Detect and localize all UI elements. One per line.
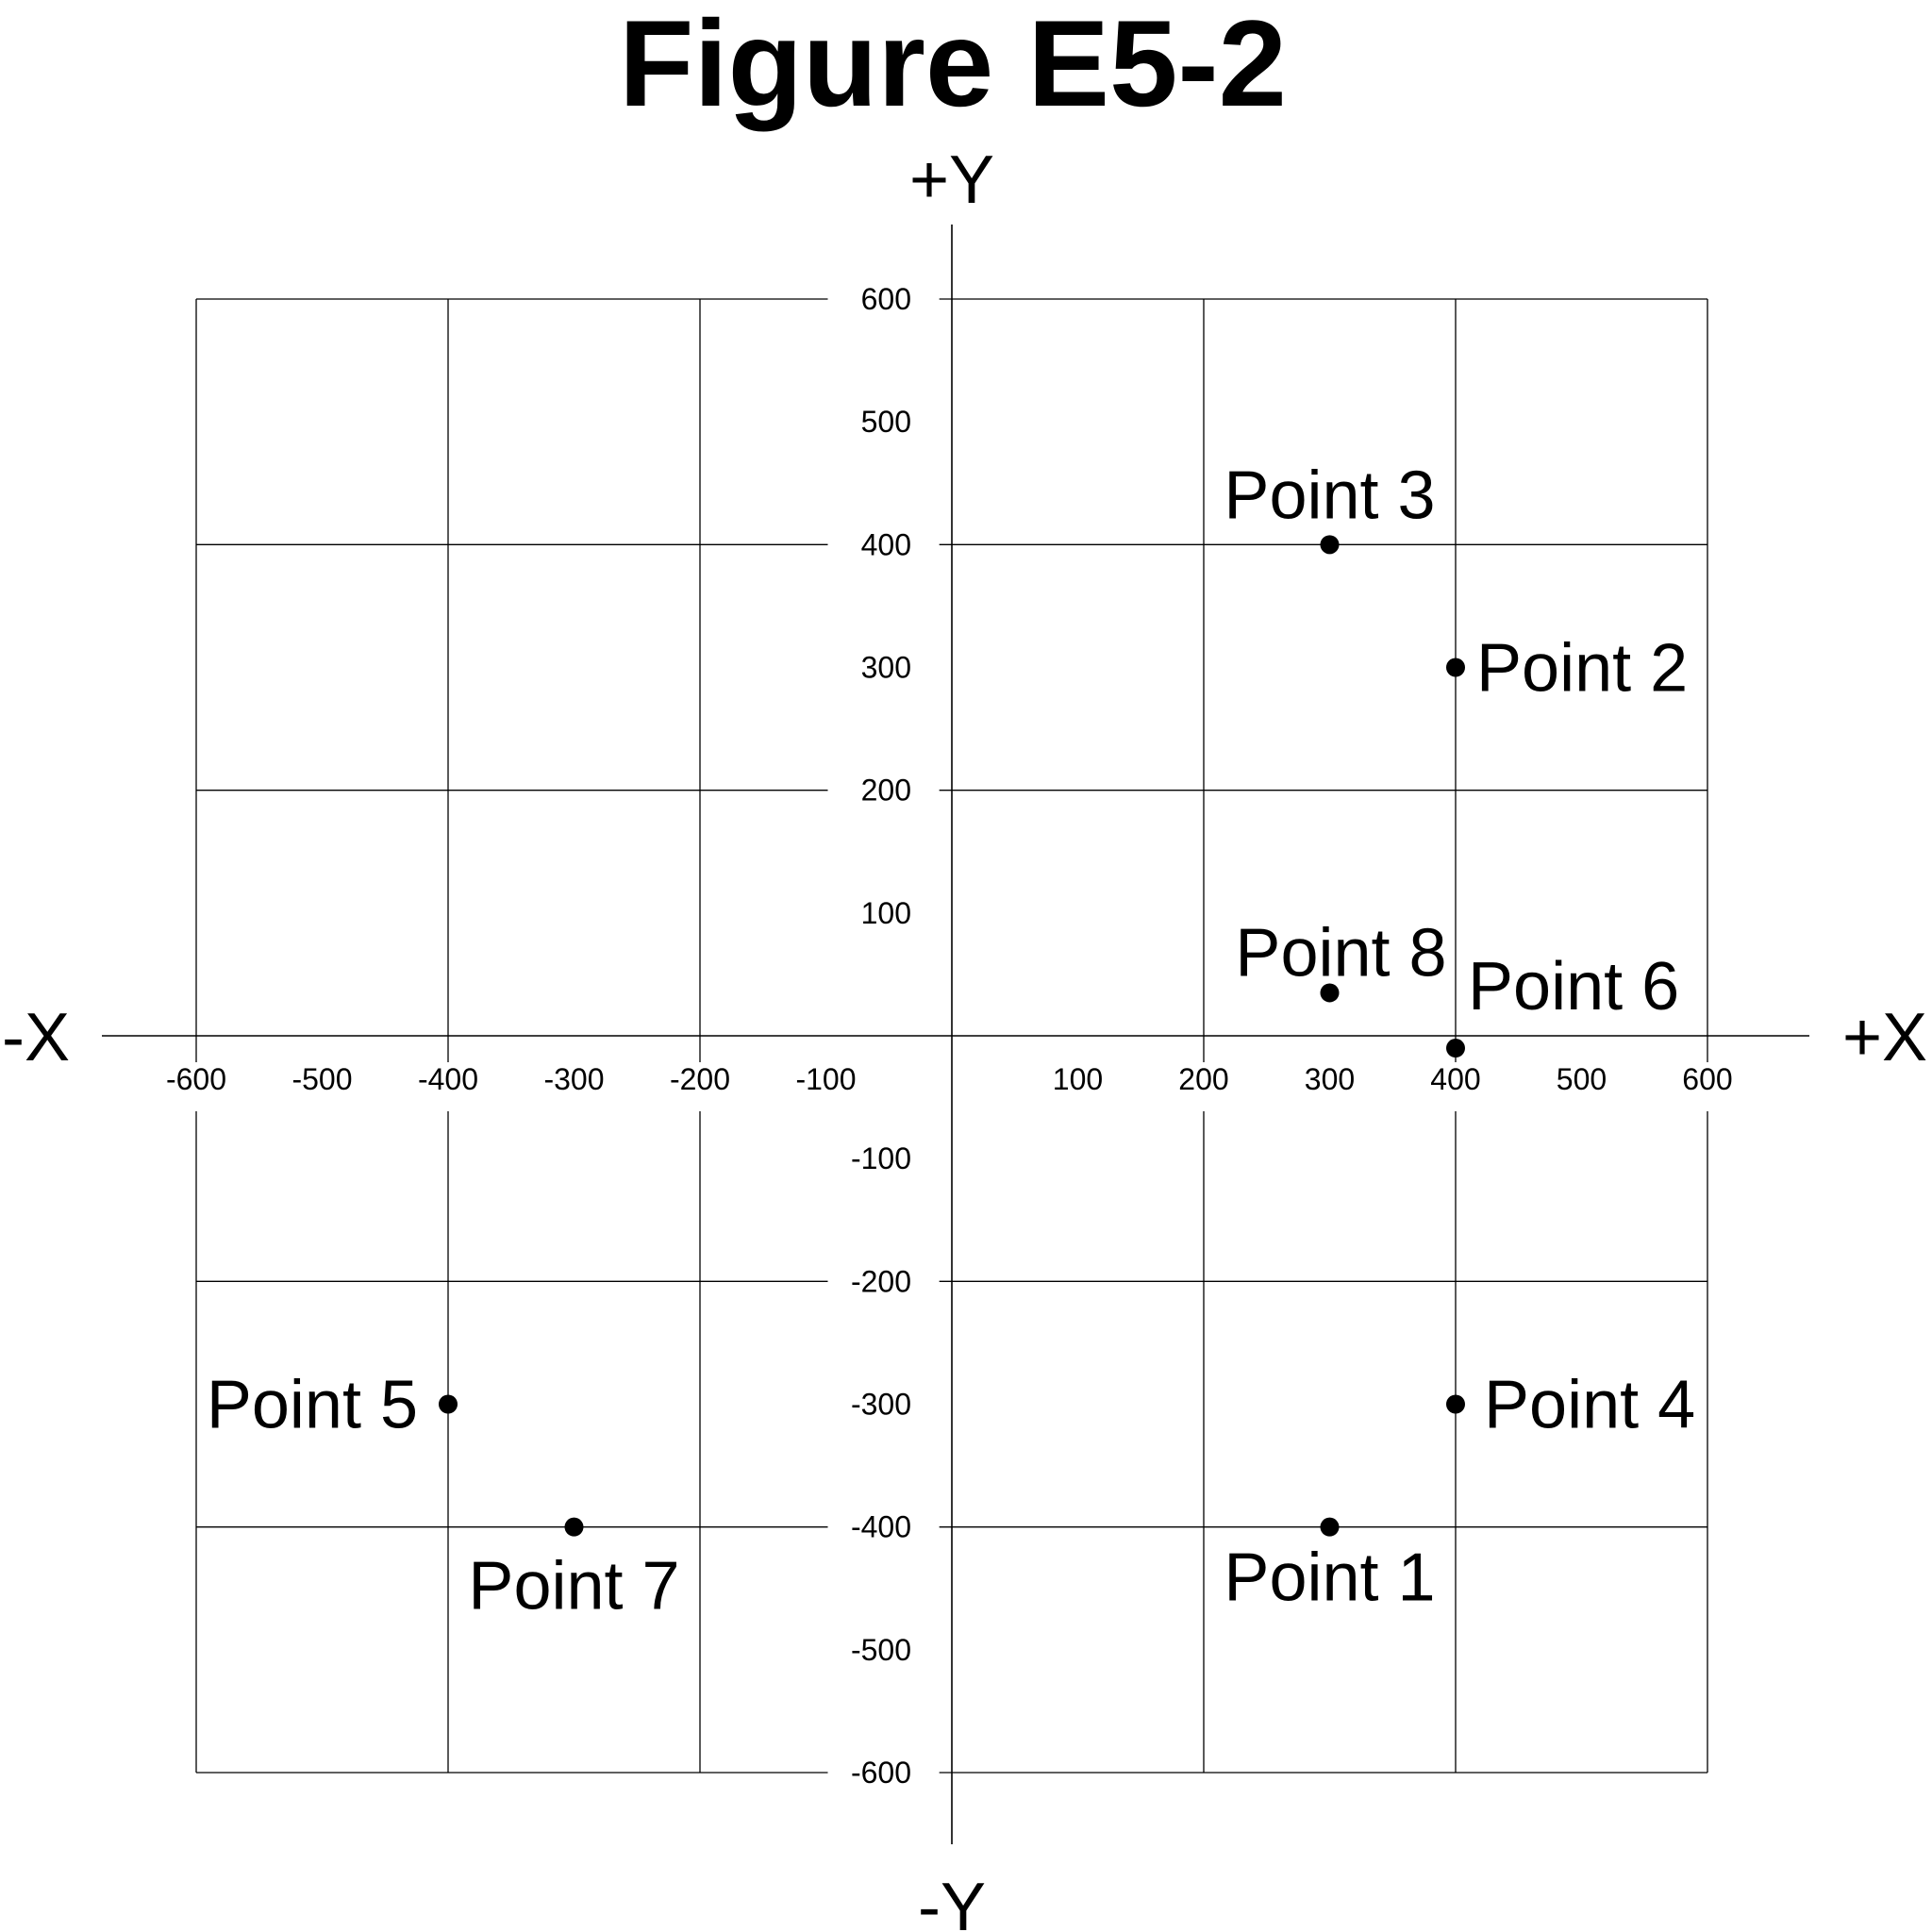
grid <box>195 298 1708 1774</box>
x-tick-label: -300 <box>543 1062 604 1096</box>
point-2-marker <box>1446 658 1465 677</box>
x-tick-label: 100 <box>1053 1062 1103 1096</box>
x-tick-label: 400 <box>1430 1062 1480 1096</box>
point-3-label: Point 3 <box>1224 458 1435 533</box>
point-7-label: Point 7 <box>468 1549 679 1624</box>
y-tick-label: -100 <box>851 1141 911 1175</box>
neg-x-label: -X <box>2 1000 70 1075</box>
point-3-marker <box>1320 535 1340 555</box>
point-4-label: Point 4 <box>1484 1368 1695 1443</box>
point-8-marker <box>1320 983 1340 1003</box>
point-1-label: Point 1 <box>1224 1541 1435 1616</box>
x-tick-label: -200 <box>670 1062 730 1096</box>
y-tick-label: 100 <box>861 896 911 930</box>
y-tick-label: -300 <box>851 1388 911 1422</box>
point-5-label: Point 5 <box>207 1368 418 1443</box>
point-7-marker <box>564 1517 584 1537</box>
neg-y-label: -Y <box>918 1870 986 1932</box>
y-tick-label: 300 <box>861 651 911 685</box>
x-tick-label: -400 <box>418 1062 478 1096</box>
pos-y-label: +Y <box>909 142 994 218</box>
data-points: Point 1 Point 2 Point 3 Point 4 Point 5 Point… <box>207 458 1695 1624</box>
y-tick-label: 400 <box>861 527 911 561</box>
y-tick-label: 200 <box>861 774 911 808</box>
chart-title: Figure E5-2 <box>619 0 1287 132</box>
x-tick-label: 500 <box>1557 1062 1607 1096</box>
point-8-label: Point 8 <box>1235 915 1446 991</box>
point-1-marker <box>1320 1517 1340 1537</box>
point-4-marker <box>1446 1394 1465 1414</box>
point-6-marker <box>1446 1039 1465 1058</box>
x-tick-label: 600 <box>1682 1062 1732 1096</box>
y-tick-label: -200 <box>851 1264 911 1298</box>
point-2-label: Point 2 <box>1476 631 1688 707</box>
x-tick-label: -600 <box>166 1062 226 1096</box>
y-tick-label: -400 <box>851 1510 911 1544</box>
y-tick-label: 600 <box>861 282 911 316</box>
y-tick-label: -500 <box>851 1633 911 1667</box>
y-tick-label: -600 <box>851 1756 911 1790</box>
y-tick-label: 500 <box>861 405 911 439</box>
point-5-marker <box>439 1394 458 1414</box>
x-tick-label: 200 <box>1178 1062 1228 1096</box>
x-tick-label: 300 <box>1305 1062 1355 1096</box>
x-tick-label: -500 <box>291 1062 352 1096</box>
tick-labels: -600 -500 -400 -300 -200 -100 100 200 300 400 500 6… <box>166 282 1733 1790</box>
x-tick-label: -100 <box>795 1062 856 1096</box>
pos-x-label: +X <box>1842 1000 1927 1075</box>
point-6-label: Point 6 <box>1468 949 1679 1024</box>
